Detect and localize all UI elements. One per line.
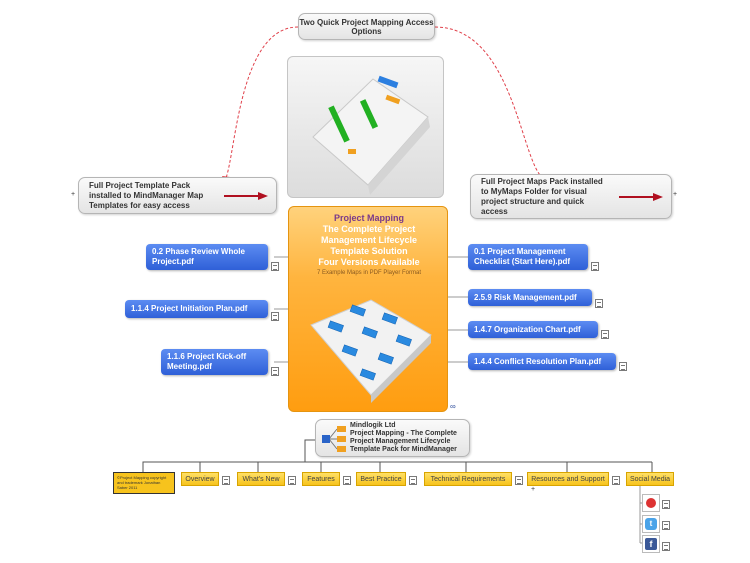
document-icon[interactable] bbox=[612, 476, 620, 485]
document-icon[interactable] bbox=[343, 476, 351, 485]
topic-whats-new[interactable]: What's New bbox=[237, 472, 285, 486]
link-icon[interactable]: ∞ bbox=[450, 402, 456, 411]
top-node-label: Two Quick Project Mapping Access Options bbox=[299, 17, 434, 36]
pdf-label: 0.2 Phase Review Whole Project.pdf bbox=[152, 247, 245, 266]
pdf-label: 0.1 Project Management Checklist (Start … bbox=[474, 247, 571, 266]
document-icon[interactable] bbox=[591, 262, 599, 271]
document-icon[interactable] bbox=[288, 476, 296, 485]
expand-right-icon[interactable]: + bbox=[673, 191, 678, 198]
document-icon[interactable] bbox=[601, 330, 609, 339]
central-topic-line-2: Project Mapping - The Complete bbox=[350, 430, 457, 437]
topic-label: Features bbox=[307, 475, 335, 483]
right-option-label: Full Project Maps Pack installed to MyMa… bbox=[481, 176, 603, 216]
left-option-template-pack[interactable]: Full Project Template Pack installed to … bbox=[78, 177, 277, 214]
pdf-phase-review[interactable]: 0.2 Phase Review Whole Project.pdf bbox=[146, 244, 268, 270]
arrow-icon bbox=[224, 192, 268, 200]
document-icon[interactable] bbox=[662, 500, 670, 509]
document-icon[interactable] bbox=[409, 476, 417, 485]
pdf-label: 1.4.7 Organization Chart.pdf bbox=[474, 324, 581, 334]
topic-label: Resources and Support bbox=[531, 475, 605, 483]
pdf-checklist[interactable]: 0.1 Project Management Checklist (Start … bbox=[468, 244, 588, 270]
pdf-label: 1.1.6 Project Kick-off Meeting.pdf bbox=[167, 352, 247, 371]
document-icon[interactable] bbox=[271, 312, 279, 321]
panel-caption: 7 Example Maps in PDF Player Format bbox=[316, 270, 422, 276]
document-icon[interactable] bbox=[595, 299, 603, 308]
topic-label: Social Media bbox=[629, 475, 671, 483]
top-node-access-options[interactable]: Two Quick Project Mapping Access Options bbox=[298, 13, 435, 40]
expand-left-icon[interactable]: + bbox=[71, 191, 76, 198]
pdf-label: 1.4.4 Conflict Resolution Plan.pdf bbox=[474, 356, 602, 366]
document-icon[interactable] bbox=[271, 367, 279, 376]
topic-social-media[interactable]: Social Media bbox=[626, 472, 674, 486]
topic-label: What's New bbox=[242, 475, 280, 483]
template-preview-image bbox=[287, 56, 444, 198]
twitter-icon[interactable]: t bbox=[642, 515, 660, 533]
central-topic[interactable]: Mindlogik Ltd Project Mapping - The Comp… bbox=[315, 419, 470, 457]
topic-features[interactable]: Features bbox=[302, 472, 340, 486]
expand-resources-icon[interactable]: + bbox=[531, 486, 536, 493]
pdf-project-initiation[interactable]: 1.1.4 Project Initiation Plan.pdf bbox=[125, 300, 268, 318]
pdf-label: 1.1.4 Project Initiation Plan.pdf bbox=[131, 304, 248, 313]
central-topic-line-1: Mindlogik Ltd bbox=[350, 422, 396, 429]
topic-overview[interactable]: Overview bbox=[181, 472, 219, 486]
document-icon[interactable] bbox=[619, 362, 627, 371]
right-option-maps-pack[interactable]: Full Project Maps Pack installed to MyMa… bbox=[470, 174, 672, 219]
topic-best-practice[interactable]: Best Practice bbox=[356, 472, 406, 486]
central-topic-line-4: Template Pack for MindManager bbox=[350, 446, 457, 453]
panel-subtitle-2: Management Lifecycle bbox=[320, 235, 418, 245]
document-icon[interactable] bbox=[515, 476, 523, 485]
copyright-note: ©Project Mapping copyright and trademark… bbox=[113, 472, 175, 494]
topic-label: Technical Requirements bbox=[430, 475, 506, 483]
pdf-kick-off-meeting[interactable]: 1.1.6 Project Kick-off Meeting.pdf bbox=[161, 349, 268, 375]
pdf-label: 2.5.9 Risk Management.pdf bbox=[474, 292, 577, 302]
topic-technical-requirements[interactable]: Technical Requirements bbox=[424, 472, 512, 486]
copyright-text: ©Project Mapping copyright and trademark… bbox=[117, 475, 167, 490]
project-mapping-panel: Project Mapping The Complete Project Man… bbox=[288, 206, 448, 412]
facebook-icon[interactable]: f bbox=[642, 535, 660, 553]
youtube-icon[interactable] bbox=[642, 494, 660, 512]
arrow-icon bbox=[619, 193, 663, 201]
pdf-organization-chart[interactable]: 1.4.7 Organization Chart.pdf bbox=[468, 321, 598, 338]
central-topic-line-3: Project Management Lifecycle bbox=[350, 438, 451, 445]
left-option-label: Full Project Template Pack installed to … bbox=[89, 180, 204, 210]
panel-title: Project Mapping bbox=[333, 213, 404, 223]
topic-label: Overview bbox=[185, 475, 215, 483]
document-icon[interactable] bbox=[662, 521, 670, 530]
pdf-conflict-resolution[interactable]: 1.4.4 Conflict Resolution Plan.pdf bbox=[468, 353, 616, 370]
document-icon[interactable] bbox=[271, 262, 279, 271]
mindmap-logo-icon bbox=[322, 426, 346, 452]
topic-label: Best Practice bbox=[360, 475, 402, 483]
topic-resources-support[interactable]: Resources and Support bbox=[527, 472, 609, 486]
document-icon[interactable] bbox=[222, 476, 230, 485]
mindmap-illustration bbox=[310, 299, 432, 403]
panel-subtitle-3: Template Solution bbox=[330, 246, 408, 256]
panel-subtitle-1: The Complete Project bbox=[322, 224, 416, 234]
pdf-risk-management[interactable]: 2.5.9 Risk Management.pdf bbox=[468, 289, 592, 306]
document-icon[interactable] bbox=[662, 542, 670, 551]
panel-subtitle-4: Four Versions Available bbox=[318, 257, 420, 267]
